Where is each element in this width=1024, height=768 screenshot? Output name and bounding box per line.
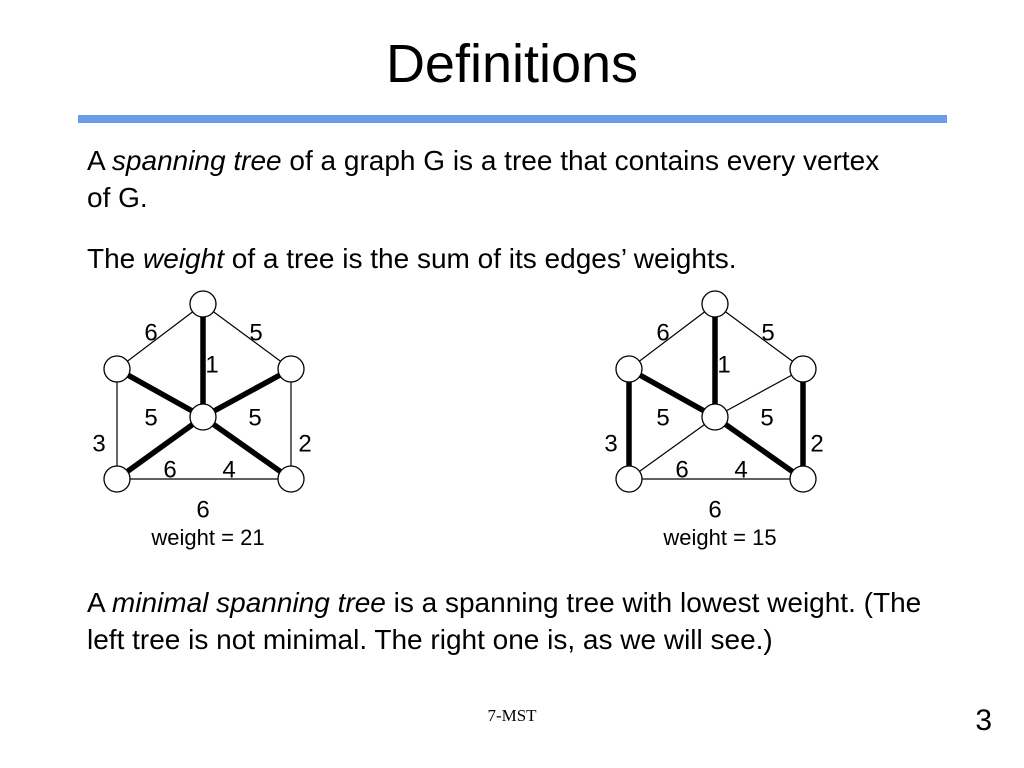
weight-label-bottomleft-center: 6 — [675, 456, 688, 483]
weight-label-top-center: 1 — [717, 351, 730, 378]
edge-top-left — [116, 303, 204, 370]
edge-top-left — [628, 303, 716, 370]
edge-bottomleft-center — [114, 414, 206, 482]
weight-label-left-bottomleft: 3 — [604, 430, 617, 457]
mst-definition: A minimal spanning tree is a spanning tr… — [87, 584, 947, 658]
node-bottomright — [277, 465, 305, 493]
weight-label-left-center: 5 — [144, 404, 157, 431]
weight-label-bottomleft-center: 6 — [163, 456, 176, 483]
edge-left-center — [626, 366, 718, 420]
weight-label-left-bottomleft: 3 — [92, 430, 105, 457]
weight-label-top-left: 6 — [144, 319, 157, 346]
edge-bottomleft-center — [628, 416, 716, 480]
edge-top-right — [714, 303, 804, 370]
node-bottomright — [789, 465, 817, 493]
node-left — [103, 355, 131, 383]
edge-left-center — [114, 366, 206, 420]
weight-label-top-center: 1 — [205, 351, 218, 378]
weight-label-right-bottomright: 2 — [298, 430, 311, 457]
graph-caption: weight = 15 — [662, 525, 776, 550]
weight-label-top-left: 6 — [656, 319, 669, 346]
node-top — [189, 290, 217, 318]
p2-term: weight — [143, 243, 224, 274]
p3-pre: A — [87, 587, 112, 618]
node-bottomleft — [103, 465, 131, 493]
edge-bottomright-center — [712, 414, 806, 482]
weight-label-right-center: 5 — [760, 404, 773, 431]
p2-post: of a tree is the sum of its edges’ weigh… — [223, 243, 737, 274]
weight-label-bottomright-center: 4 — [222, 456, 235, 483]
node-right — [277, 355, 305, 383]
weight-label-right-bottomright: 2 — [810, 430, 823, 457]
weight-label-bottomright-center: 4 — [734, 456, 747, 483]
node-left — [615, 355, 643, 383]
node-top — [701, 290, 729, 318]
p1-pre: A — [87, 145, 112, 176]
page-number: 3 — [975, 704, 992, 737]
p1-post: of a graph G is a tree that contains eve… — [87, 145, 880, 213]
p1-term: spanning tree — [111, 145, 282, 176]
weight-label-bottomleft-bottomright: 6 — [196, 496, 209, 523]
spanning-tree-definition: A spanning tree of a graph G is a tree t… — [87, 142, 887, 216]
weight-label-top-right: 5 — [761, 319, 774, 346]
node-bottomleft — [615, 465, 643, 493]
p2-pre: The — [87, 243, 144, 274]
footer-text: 7-MST — [487, 706, 537, 725]
p3-post: is a spanning tree with lowest weight. (… — [87, 587, 922, 655]
edge-right-center — [714, 368, 804, 418]
p3-term: minimal spanning tree — [111, 587, 386, 618]
title-underline — [78, 115, 947, 123]
weight-definition: The weight of a tree is the sum of its e… — [87, 240, 937, 277]
edge-right-center — [200, 366, 294, 420]
graph-caption: weight = 21 — [150, 525, 264, 550]
node-right — [789, 355, 817, 383]
slide-title: Definitions — [385, 34, 639, 94]
weight-label-right-center: 5 — [248, 404, 261, 431]
node-center — [189, 403, 217, 431]
weight-label-bottomleft-bottomright: 6 — [708, 496, 721, 523]
weight-label-left-center: 5 — [656, 404, 669, 431]
node-center — [701, 403, 729, 431]
weight-label-top-right: 5 — [249, 319, 262, 346]
edge-bottomright-center — [200, 414, 294, 482]
edge-top-right — [202, 303, 292, 370]
